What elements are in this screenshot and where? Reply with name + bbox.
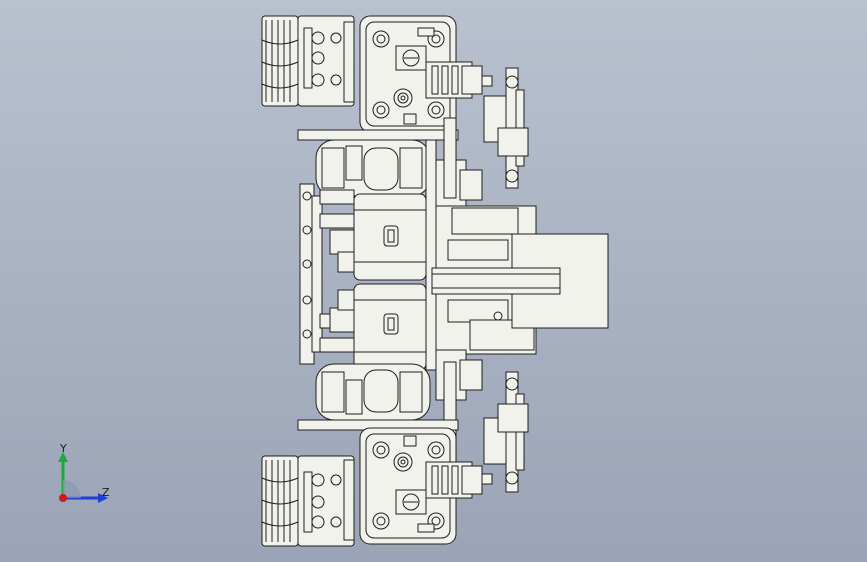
drive-shaft[interactable] (431, 267, 561, 295)
y-axis-arrow (58, 452, 68, 462)
top-servo-housing[interactable] (359, 15, 457, 133)
upper-central-servo[interactable] (329, 193, 427, 281)
bottom-right-pulley[interactable] (483, 371, 529, 493)
left-sprocket-column[interactable] (299, 183, 355, 365)
bottom-servo-housing[interactable] (359, 427, 457, 545)
bottom-left-wheel-block[interactable] (261, 455, 355, 547)
lower-frame[interactable] (297, 349, 483, 443)
z-axis-label: Z (102, 486, 110, 499)
z-axis-arrow (98, 493, 108, 503)
bottom-gear-bracket[interactable] (425, 461, 493, 499)
x-axis-dot (59, 494, 67, 502)
y-axis-label: Y (60, 442, 67, 455)
axis-triad (58, 452, 108, 503)
top-gear-bracket[interactable] (425, 61, 493, 99)
top-right-pulley[interactable] (483, 67, 529, 189)
lower-central-servo[interactable] (329, 283, 427, 371)
upper-frame[interactable] (297, 117, 483, 371)
top-left-wheel-block[interactable] (261, 15, 355, 107)
triad-arc (63, 480, 81, 498)
